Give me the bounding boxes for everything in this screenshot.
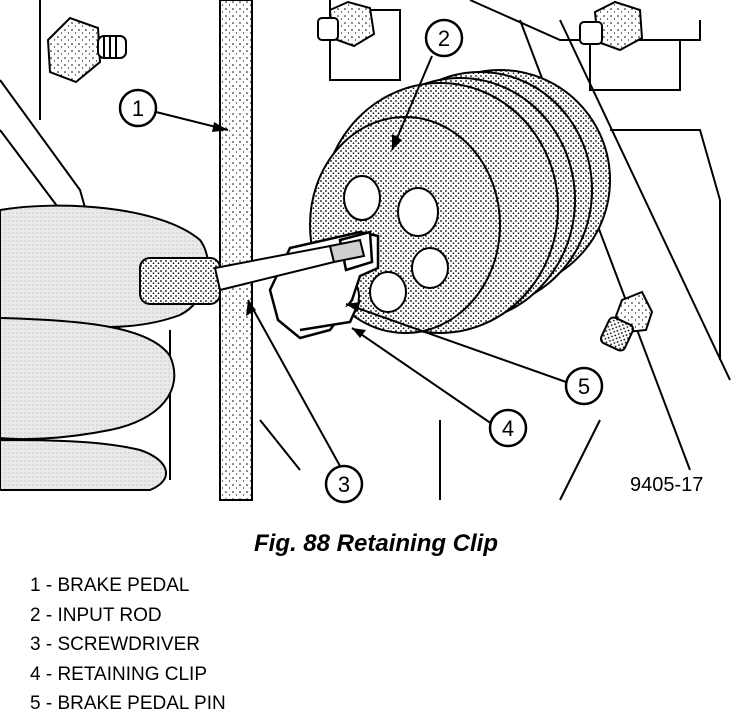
hand-illustration	[0, 204, 210, 491]
callout-1: 1	[118, 88, 158, 128]
legend-item: 4 - RETAINING CLIP	[30, 663, 208, 685]
legend-item: 3 - SCREWDRIVER	[30, 634, 200, 655]
callout-5-number: 5	[578, 374, 590, 399]
callout-3-number: 3	[338, 472, 350, 497]
callout-2: 2	[424, 18, 464, 58]
bolt-top-center	[317, 0, 376, 48]
retaining-clip-illustration: 1 2 3 4 5	[0, 0, 731, 504]
figure-caption: Fig. 88 Retaining Clip	[253, 530, 499, 557]
callout-2-number: 2	[438, 26, 450, 51]
legend-item: 1 - BRAKE PEDAL	[30, 575, 190, 596]
bolt-top-left	[46, 16, 127, 84]
callout-5: 5	[564, 366, 604, 406]
legend-item: 5 - BRAKE PEDAL PIN	[30, 693, 226, 714]
brake-pedal-arm	[219, 0, 253, 501]
bolt-top-right	[579, 0, 644, 52]
input-rod-boot	[309, 69, 611, 334]
figure-code: 9405-17	[630, 474, 704, 496]
bolt-right	[599, 290, 654, 352]
callout-4: 4	[488, 408, 528, 448]
screwdriver	[139, 238, 366, 305]
leader-lines	[155, 55, 567, 467]
callout-4-number: 4	[502, 416, 514, 441]
leader-arrowheads	[212, 122, 402, 338]
callout-legend: 1 - BRAKE PEDAL 2 - INPUT ROD 3 - SCREWD…	[30, 571, 226, 719]
legend-item: 2 - INPUT ROD	[30, 604, 162, 626]
callout-1-number: 1	[132, 96, 144, 121]
callout-3: 3	[324, 464, 364, 504]
